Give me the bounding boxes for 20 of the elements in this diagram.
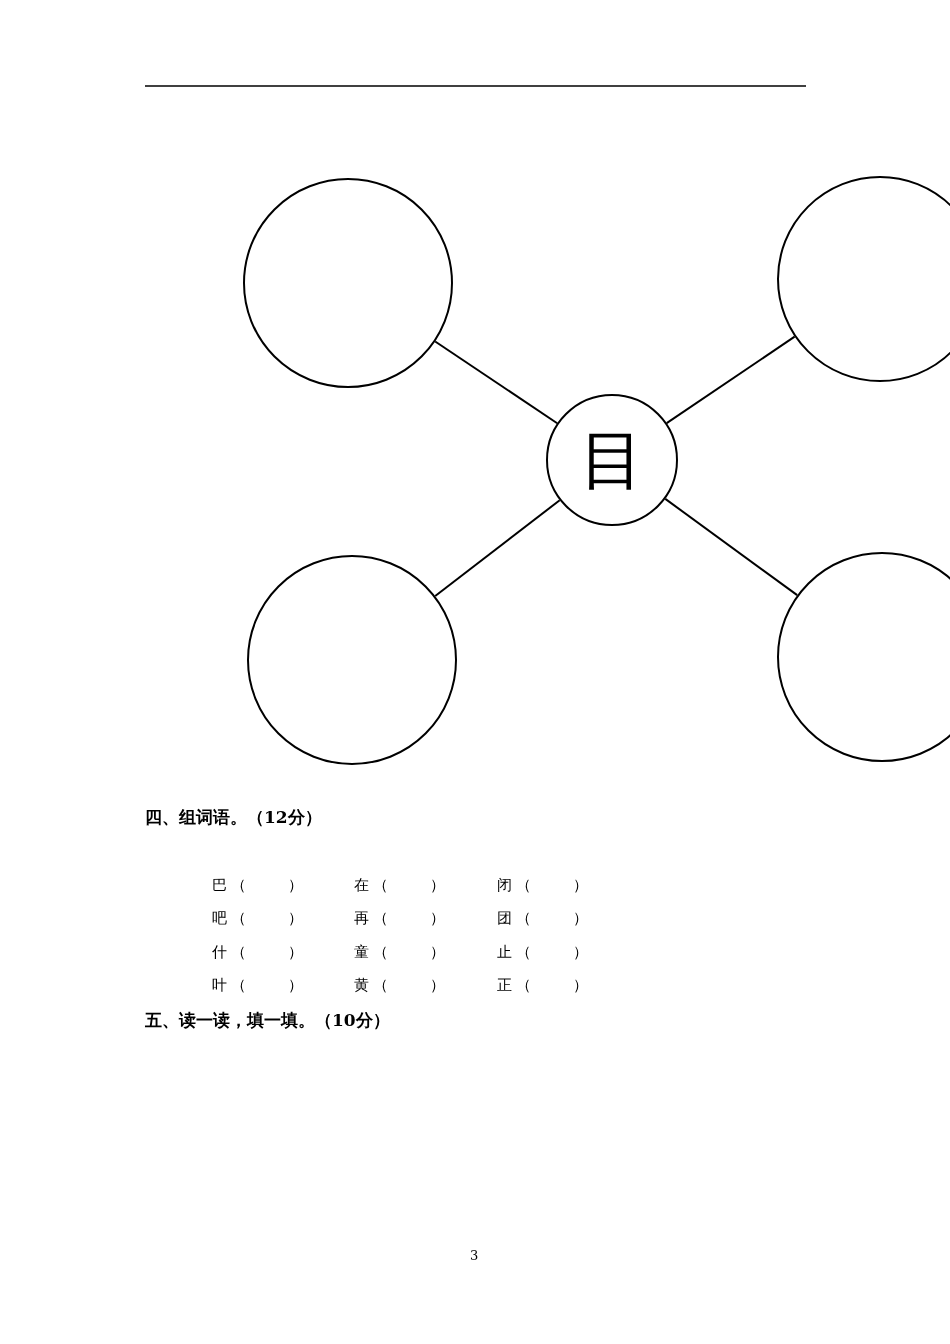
section-heading: 五、读一读，填一填。（10分） [145, 1009, 390, 1032]
connector-line [434, 340, 559, 425]
connector-line [665, 335, 796, 425]
word-prompt: 黄（ ） [354, 976, 449, 995]
word-prompt: 团（ ） [497, 909, 592, 928]
word-prompt: 巴（ ） [212, 876, 307, 895]
word-prompt: 正（ ） [497, 976, 592, 995]
word-prompt: 再（ ） [354, 909, 449, 928]
word-prompt: 止（ ） [497, 943, 592, 962]
page-number: 3 [470, 1248, 479, 1263]
character-text: 目 [580, 428, 644, 492]
word-prompt: 闭（ ） [497, 876, 592, 895]
word-prompt: 什（ ） [212, 943, 307, 962]
word-prompt: 叶（ ） [212, 976, 307, 995]
connector-line [434, 499, 561, 597]
word-prompt: 童（ ） [354, 943, 449, 962]
word-prompt: 在（ ） [354, 876, 449, 895]
connector-line [664, 497, 799, 597]
word-prompt: 吧（ ） [212, 909, 307, 928]
section-heading: 四、组词语。（12分） [145, 806, 322, 829]
